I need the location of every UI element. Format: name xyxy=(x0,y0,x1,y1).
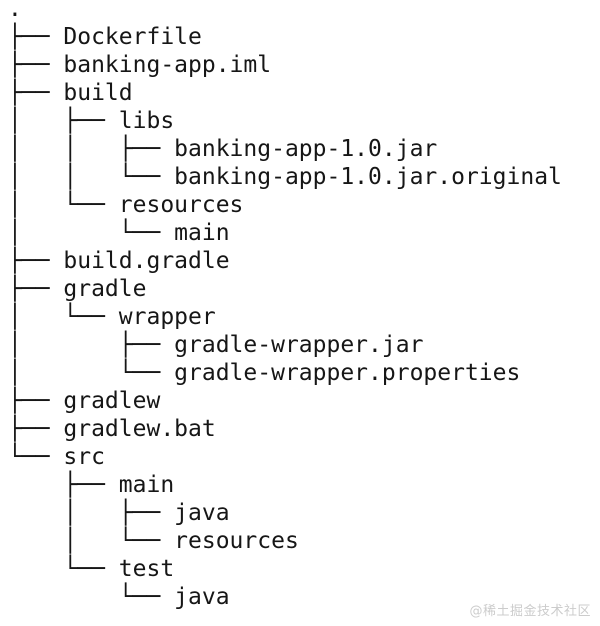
tree-line: │ ├── libs xyxy=(8,107,562,135)
tree-branch-glyphs: ├── xyxy=(8,24,64,50)
tree-line: ├── banking-app.iml xyxy=(8,51,562,79)
tree-branch-glyphs: └── xyxy=(8,556,119,582)
tree-node-label: main xyxy=(118,472,175,498)
tree-node-label: libs xyxy=(118,108,175,134)
tree-line: │ ├── java xyxy=(8,499,562,527)
tree-node-label: . xyxy=(8,0,22,22)
tree-node-label: wrapper xyxy=(118,304,216,330)
tree-line: ├── build.gradle xyxy=(8,247,562,275)
tree-line: ├── gradlew xyxy=(8,387,562,415)
tree-node-label: gradle-wrapper.jar xyxy=(174,332,424,358)
tree-line: ├── build xyxy=(8,79,562,107)
tree-branch-glyphs: ├── xyxy=(8,248,64,274)
tree-node-label: resources xyxy=(118,192,244,218)
tree-branch-glyphs: │ └── xyxy=(8,220,175,246)
tree-branch-glyphs: │ │ └── xyxy=(8,164,175,190)
tree-branch-glyphs: │ ├── xyxy=(8,332,175,358)
tree-node-label: build xyxy=(63,80,133,106)
tree-line: │ └── wrapper xyxy=(8,303,562,331)
tree-line: │ ├── gradle-wrapper.jar xyxy=(8,331,562,359)
tree-line: ├── main xyxy=(8,471,562,499)
tree-node-label: resources xyxy=(174,528,299,554)
tree-line: │ │ ├── banking-app-1.0.jar xyxy=(8,135,562,163)
tree-line: ├── gradlew.bat xyxy=(8,415,562,443)
tree-line: ├── Dockerfile xyxy=(8,23,562,51)
tree-line: └── src xyxy=(8,443,562,471)
tree-node-label: banking-app-1.0.jar.original xyxy=(174,164,562,190)
tree-node-label: src xyxy=(63,444,105,470)
tree-branch-glyphs: │ └── xyxy=(8,360,175,386)
tree-branch-glyphs: ├── xyxy=(8,80,64,106)
tree-node-label: banking-app.iml xyxy=(63,52,272,78)
tree-output: .├── Dockerfile├── banking-app.iml├── bu… xyxy=(8,0,562,611)
tree-branch-glyphs: │ ├── xyxy=(8,108,119,134)
tree-node-label: test xyxy=(118,556,175,582)
watermark: @稀土掘金技术社区 xyxy=(469,604,591,619)
tree-branch-glyphs: └── xyxy=(8,584,175,610)
tree-line: │ │ └── banking-app-1.0.jar.original xyxy=(8,163,562,191)
tree-node-label: gradlew xyxy=(63,388,161,414)
tree-branch-glyphs: ├── xyxy=(8,388,64,414)
tree-branch-glyphs: │ │ ├── xyxy=(8,136,175,162)
tree-node-label: gradle xyxy=(63,276,147,302)
tree-node-label: java xyxy=(174,500,230,526)
tree-line: │ └── resources xyxy=(8,527,562,555)
tree-line: └── java xyxy=(8,583,562,611)
tree-branch-glyphs: ├── xyxy=(8,52,64,78)
tree-branch-glyphs: │ ├── xyxy=(8,500,175,526)
tree-branch-glyphs: ├── xyxy=(8,472,119,498)
tree-node-label: Dockerfile xyxy=(63,24,202,50)
tree-branch-glyphs: │ └── xyxy=(8,304,119,330)
tree-node-label: gradlew.bat xyxy=(63,416,216,442)
tree-branch-glyphs: │ └── xyxy=(8,528,175,554)
tree-node-label: banking-app-1.0.jar xyxy=(174,136,438,162)
tree-line: . xyxy=(8,0,562,23)
tree-line: │ └── main xyxy=(8,219,562,247)
tree-branch-glyphs: │ └── xyxy=(8,192,119,218)
tree-line: │ └── gradle-wrapper.properties xyxy=(8,359,562,387)
tree-branch-glyphs: ├── xyxy=(8,416,64,442)
tree-node-label: gradle-wrapper.properties xyxy=(174,360,521,386)
tree-line: └── test xyxy=(8,555,562,583)
tree-branch-glyphs: ├── xyxy=(8,276,64,302)
tree-line: ├── gradle xyxy=(8,275,562,303)
tree-node-label: main xyxy=(174,220,230,246)
tree-line: │ └── resources xyxy=(8,191,562,219)
tree-node-label: build.gradle xyxy=(63,248,230,274)
tree-node-label: java xyxy=(174,584,230,610)
tree-branch-glyphs: └── xyxy=(8,444,64,470)
